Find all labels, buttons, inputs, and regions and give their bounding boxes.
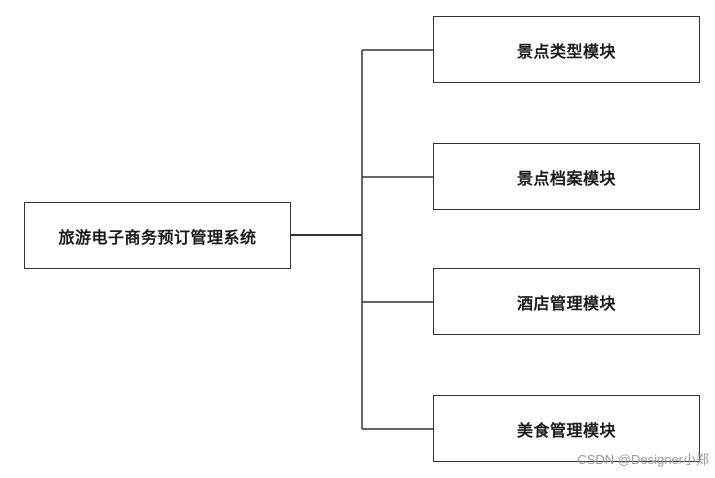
module-node-label: 景点档案模块 — [516, 168, 616, 188]
root-node-label: 旅游电子商务预订管理系统 — [58, 227, 257, 247]
module-node-scenic-archive: 景点档案模块 — [433, 143, 700, 210]
module-node-label: 酒店管理模块 — [516, 293, 616, 313]
watermark-text: CSDN @Designer小郑 — [577, 452, 709, 467]
module-node-hotel: 酒店管理模块 — [433, 268, 700, 335]
module-node-scenic-type: 景点类型模块 — [433, 16, 700, 83]
module-node-label: 美食管理模块 — [516, 420, 616, 440]
module-node-food: 美食管理模块 — [433, 395, 700, 462]
root-node: 旅游电子商务预订管理系统 — [24, 202, 291, 269]
module-node-label: 景点类型模块 — [516, 41, 616, 61]
